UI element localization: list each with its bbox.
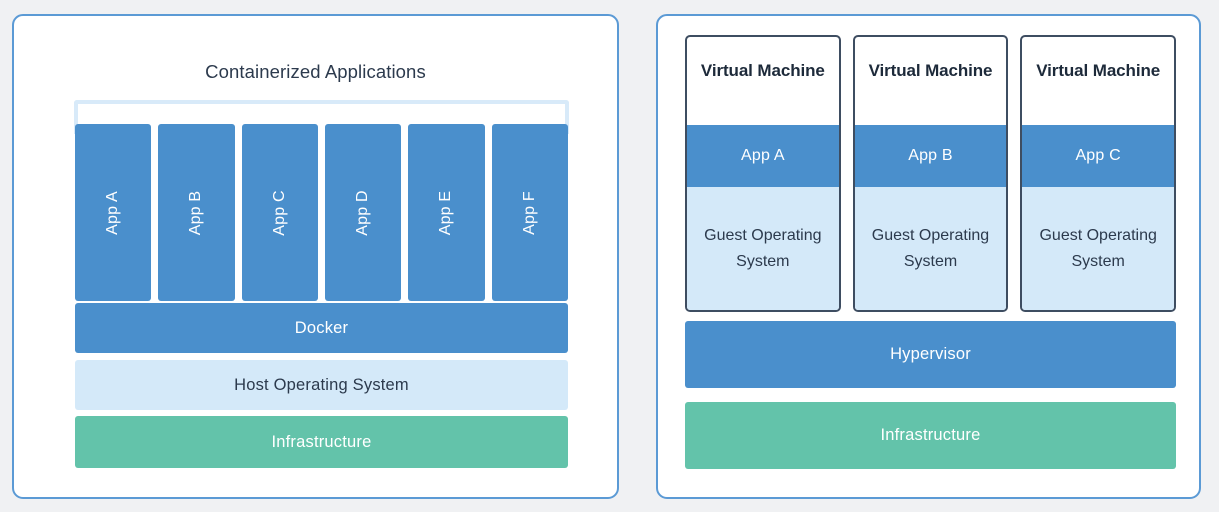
infrastructure-layer-bar-left: Infrastructure [75,416,568,468]
page-title: Containerized Applications [205,61,426,82]
container-app-columns: App A App B App C App D App E App F [75,124,568,301]
virtual-machine-architecture-panel: Virtual Machine App A Guest Operating Sy… [656,14,1201,499]
host-operating-system-layer-bar: Host Operating System [75,360,568,410]
container-app-label: App F [520,190,538,235]
container-app-label: App D [354,189,372,236]
virtual-machine-app-band: App C [1022,125,1175,187]
hypervisor-layer-bar: Hypervisor [685,321,1176,388]
virtual-machine-card: Virtual Machine App A Guest Operating Sy… [685,35,841,312]
container-architecture-panel: Containerized Applications App A App B A… [12,14,619,499]
virtual-machine-card: Virtual Machine App B Guest Operating Sy… [852,35,1009,312]
container-app-column: App B [158,124,235,301]
guest-operating-system-band: Guest Operating System [687,187,839,310]
container-app-label: App A [104,190,122,235]
container-app-column: App D [324,124,402,301]
container-group-bracket [74,100,569,134]
guest-operating-system-band: Guest Operating System [854,187,1007,310]
virtual-machine-title: Virtual Machine [700,61,825,80]
container-app-column: App C [241,124,318,301]
container-app-label: App C [270,189,288,236]
container-app-label: App B [187,190,205,235]
container-app-column: App F [491,124,568,301]
container-app-column: App E [408,124,485,301]
virtual-machine-title: Virtual Machine [1036,61,1161,80]
virtual-machine-title: Virtual Machine [868,61,993,80]
virtual-machine-row: Virtual Machine App A Guest Operating Sy… [685,35,1177,312]
guest-operating-system-band: Guest Operating System [1022,187,1175,310]
docker-layer-bar: Docker [75,303,568,353]
infrastructure-layer-bar-right: Infrastructure [685,402,1176,469]
container-app-column: App A [75,124,152,301]
virtual-machine-app-band: App B [854,125,1007,187]
virtual-machine-card: Virtual Machine App C Guest Operating Sy… [1020,35,1177,312]
virtual-machine-app-band: App A [687,125,839,187]
container-app-label: App E [437,190,455,235]
